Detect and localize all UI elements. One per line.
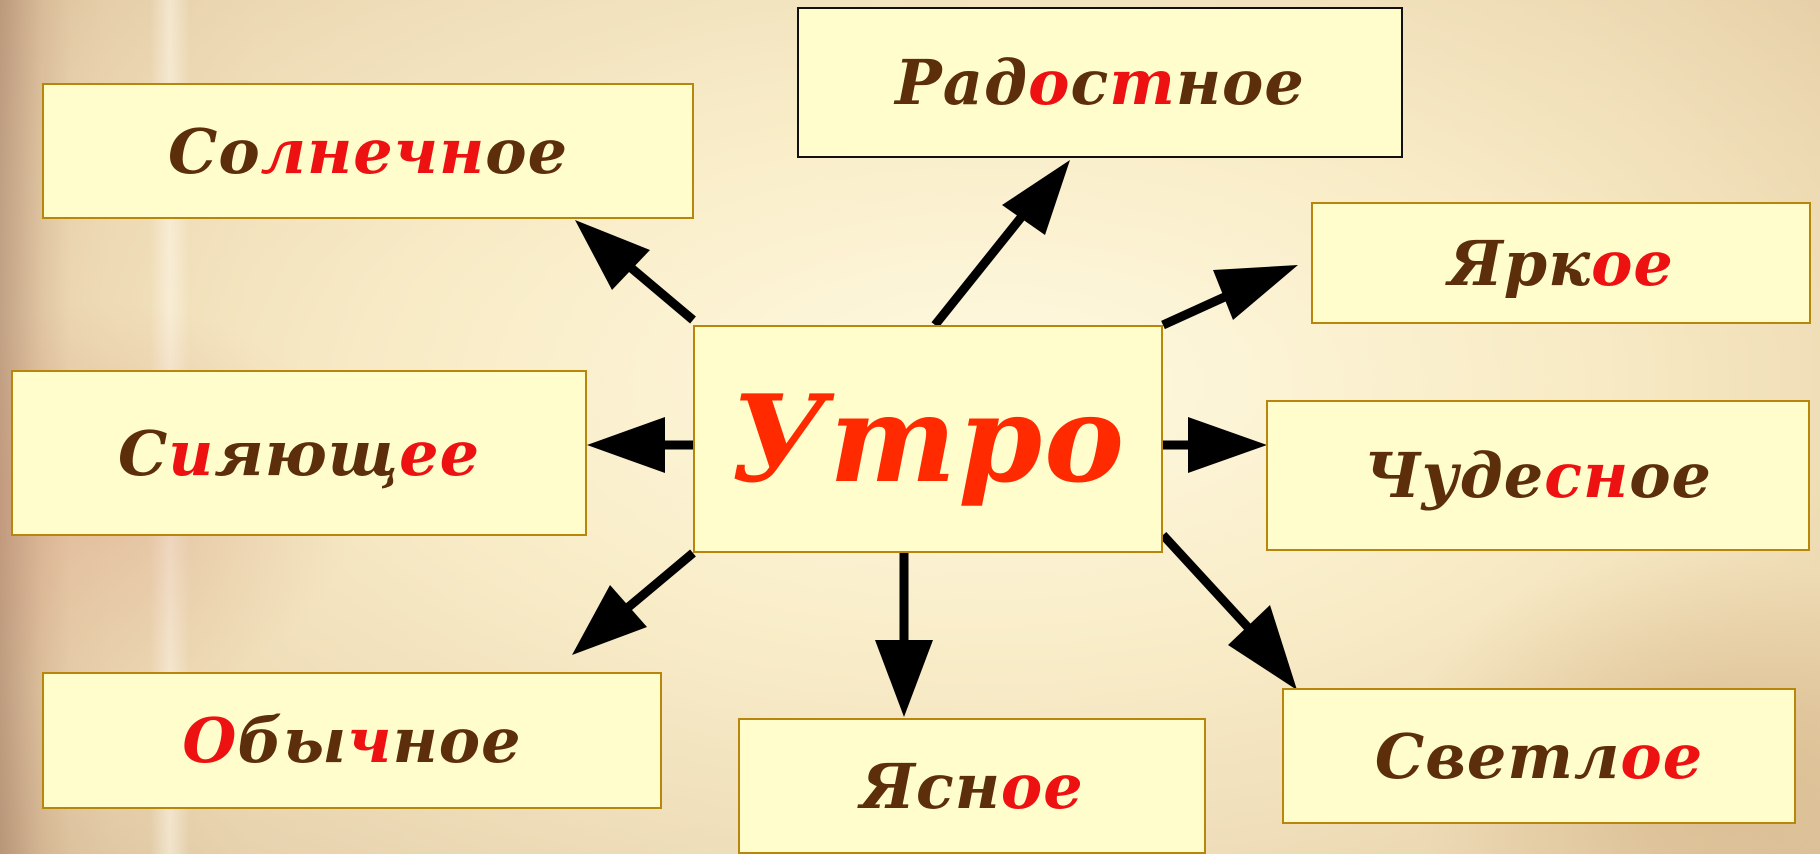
- word-svetloe: Светлое: [1375, 720, 1703, 793]
- word-segment: Светл: [1374, 719, 1621, 793]
- word-segment: ое: [1629, 439, 1713, 512]
- word-segment: Чуде: [1363, 439, 1545, 512]
- word-segment: ее: [399, 416, 481, 490]
- word-segment: ое: [1000, 749, 1084, 823]
- arrowhead-chudesnoe: [1188, 417, 1267, 473]
- word-chudesnoe: Чудесное: [1364, 439, 1712, 512]
- word-yarkoe: Яркое: [1448, 227, 1674, 300]
- word-segment: ое: [1591, 226, 1674, 300]
- word-yasnoe: Ясное: [860, 750, 1083, 823]
- word-segment: ч: [347, 704, 393, 777]
- word-siyayushchee: Сияющее: [118, 417, 480, 490]
- arrowhead-yasnoe: [875, 640, 933, 717]
- word-segment: ое: [485, 114, 569, 188]
- word-solnechnoe: Солнечное: [168, 115, 568, 188]
- word-segment: яющ: [214, 416, 400, 490]
- word-box-yarkoe: Яркое: [1311, 202, 1811, 324]
- arrowhead-yarkoe: [1213, 265, 1298, 320]
- word-segment: т: [1109, 46, 1176, 119]
- word-radostnoe: Радостное: [895, 46, 1305, 119]
- word-segment: с: [1070, 46, 1110, 119]
- word-obychnoe: Обычное: [182, 704, 521, 777]
- word-box-chudesnoe: Чудесное: [1266, 400, 1810, 551]
- word-segment: Ярк: [1448, 226, 1592, 300]
- word-segment: бы: [237, 704, 348, 777]
- arrowhead-svetloe: [1228, 605, 1297, 690]
- word-segment: сн: [1544, 439, 1630, 512]
- word-segment: С: [117, 416, 169, 490]
- word-segment: ное: [392, 704, 522, 777]
- word-segment: ное: [1175, 46, 1305, 119]
- word-box-svetloe: Светлое: [1282, 688, 1796, 824]
- word-segment: Со: [167, 114, 261, 188]
- word-segment: Утро: [729, 368, 1127, 510]
- word-box-siyayushchee: Сияющее: [11, 370, 587, 536]
- arrow-to-radostnoe: [931, 197, 1039, 328]
- arrow-to-obychnoe: [622, 549, 696, 614]
- word-segment: о: [1028, 46, 1071, 119]
- arrowhead-obychnoe: [572, 585, 647, 655]
- word-box-solnechnoe: Солнечное: [42, 83, 694, 219]
- arrowhead-solnechnoe: [575, 220, 650, 290]
- word-segment: ое: [1620, 719, 1704, 793]
- word-box-radostnoe: Радостное: [797, 7, 1403, 158]
- center-word: Утро: [730, 369, 1126, 510]
- word-box-yasnoe: Ясное: [738, 718, 1206, 854]
- arrowhead-radostnoe: [1002, 160, 1070, 235]
- word-segment: О: [182, 704, 238, 777]
- word-segment: и: [168, 416, 215, 490]
- center-box-utro: Утро: [693, 325, 1163, 553]
- word-box-obychnoe: Обычное: [42, 672, 662, 809]
- word-segment: Рад: [895, 46, 1029, 119]
- arrowhead-siyayushchee: [587, 417, 665, 473]
- word-segment: лнечн: [260, 114, 486, 188]
- arrow-to-svetloe: [1159, 531, 1259, 639]
- word-segment: Ясн: [860, 749, 1001, 823]
